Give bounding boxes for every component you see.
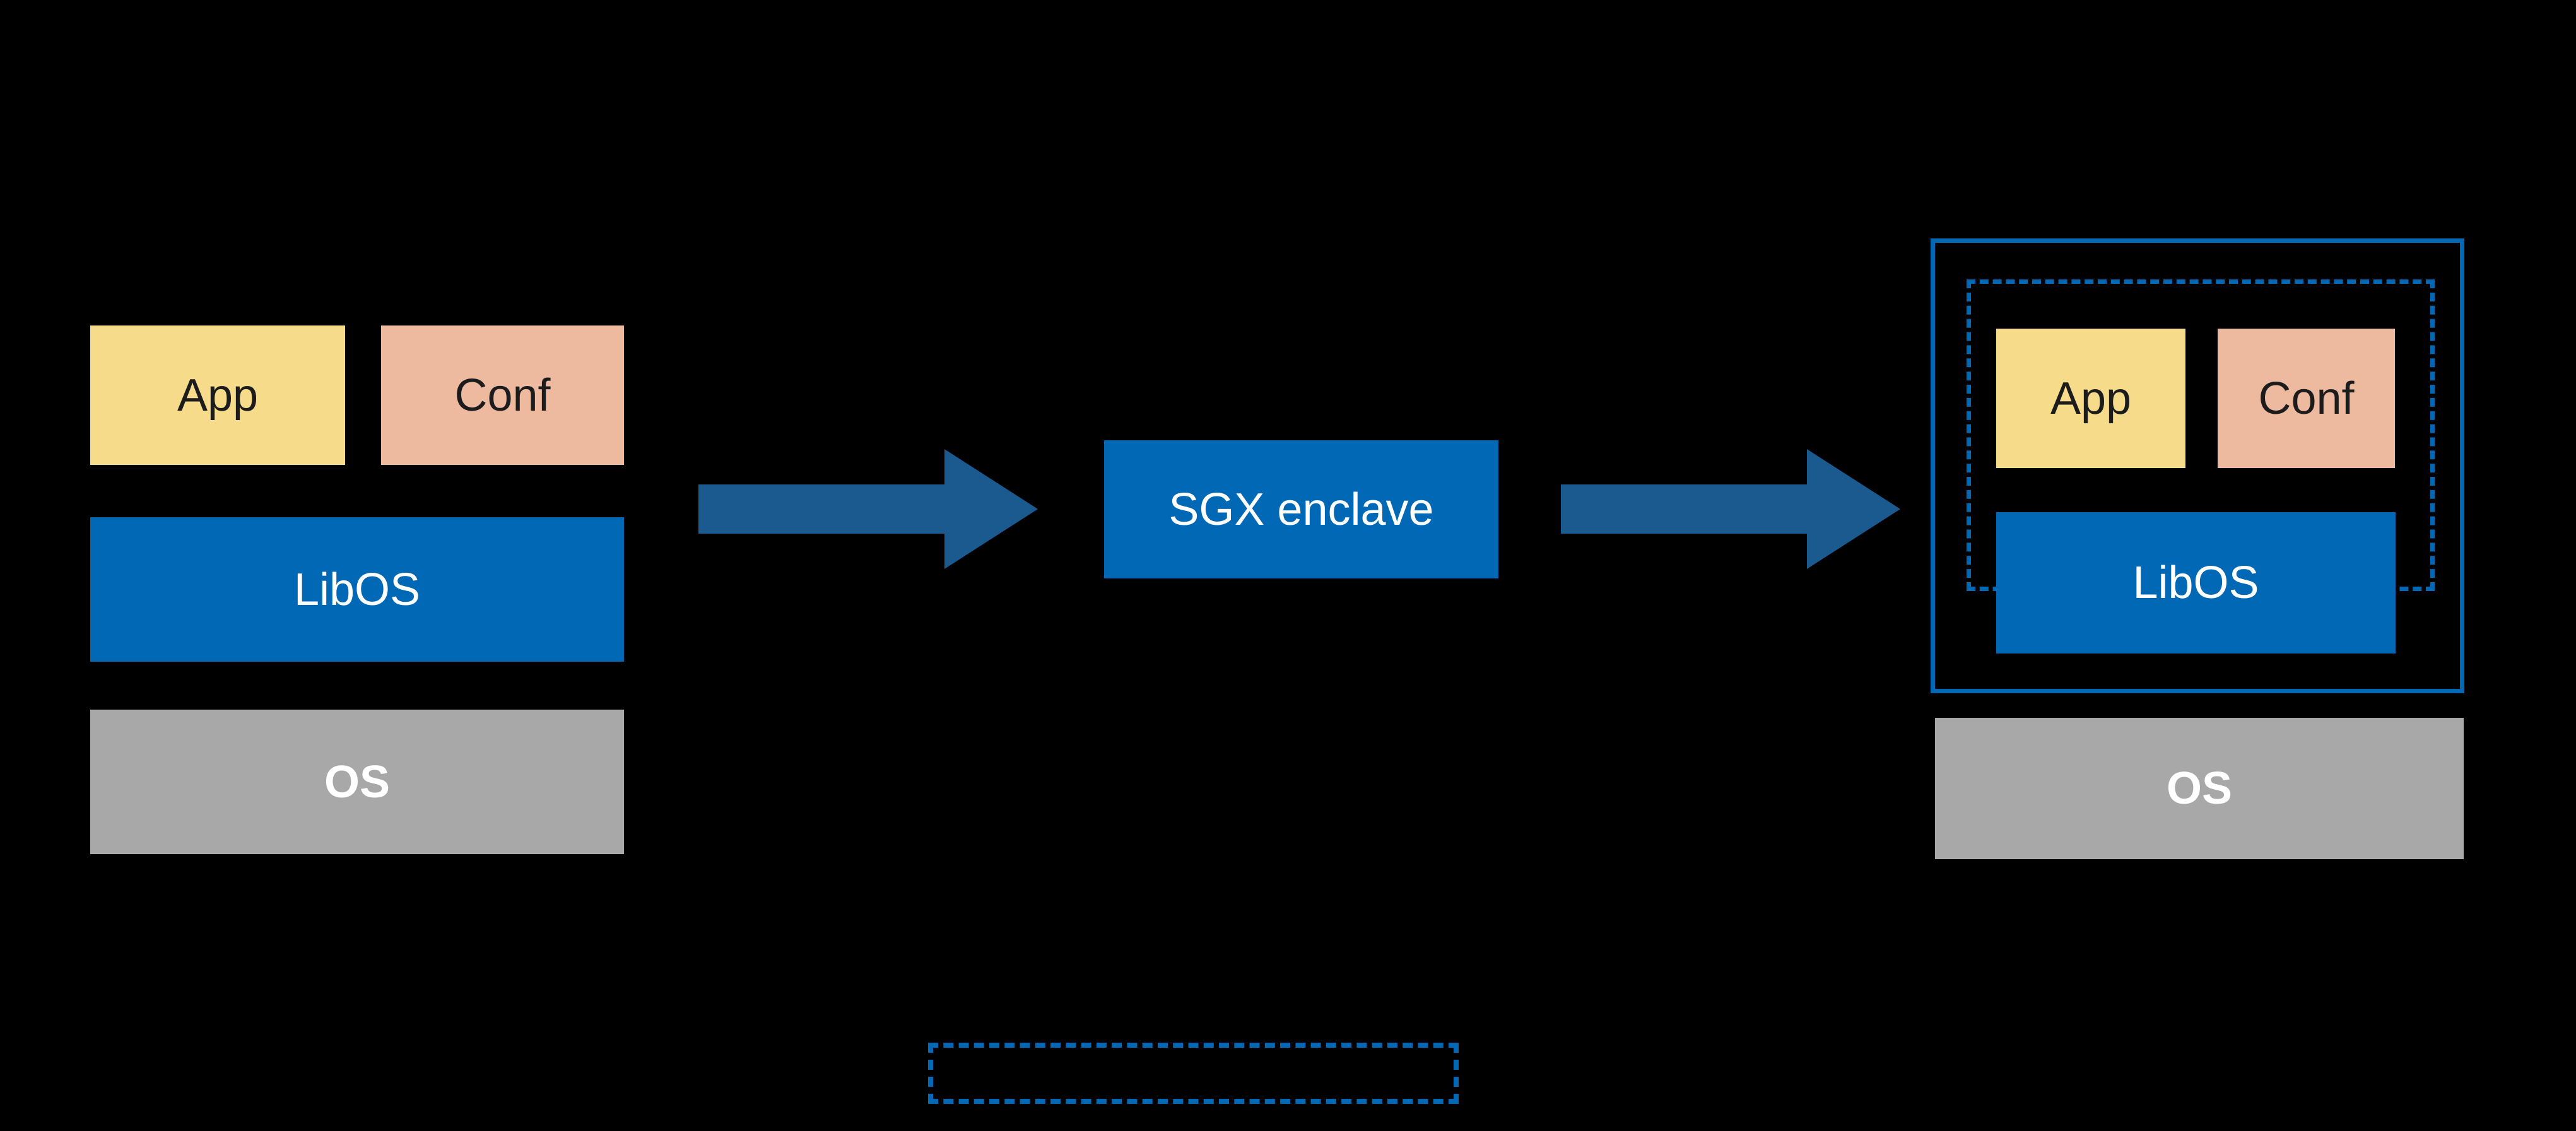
flow-arrow-2-shaft: [1561, 484, 1808, 534]
enclave-solid-boundary: [1931, 238, 2464, 693]
app-label-left: App: [177, 370, 259, 421]
libos-box-right: LibOS: [1996, 512, 2396, 653]
app-label-right: App: [2050, 373, 2132, 424]
conf-label-right: Conf: [2258, 373, 2355, 424]
conf-box-right: Conf: [2218, 329, 2395, 468]
flow-arrow-2: [1561, 449, 1900, 569]
os-box-left: OS: [90, 710, 624, 854]
sgx-enclave-label: SGX enclave: [1168, 484, 1434, 535]
conf-box-left: Conf: [381, 325, 624, 465]
app-box-right: App: [1996, 329, 2185, 468]
flow-arrow-1-shaft: [698, 484, 946, 534]
os-box-right: OS: [1935, 718, 2464, 859]
libos-label-left: LibOS: [293, 564, 421, 615]
os-label-left: OS: [324, 756, 391, 807]
flow-arrow-1-head: [944, 449, 1038, 569]
app-box-left: App: [90, 325, 345, 465]
conf-label-left: Conf: [454, 370, 551, 421]
legend-dashed-rectangle: [928, 1043, 1459, 1104]
flow-arrow-1: [698, 449, 1038, 569]
libos-box-left: LibOS: [90, 517, 624, 662]
os-label-right: OS: [2166, 763, 2233, 814]
sgx-enclave-box: SGX enclave: [1104, 440, 1498, 578]
flow-arrow-2-head: [1807, 449, 1900, 569]
libos-label-right: LibOS: [2132, 558, 2259, 608]
